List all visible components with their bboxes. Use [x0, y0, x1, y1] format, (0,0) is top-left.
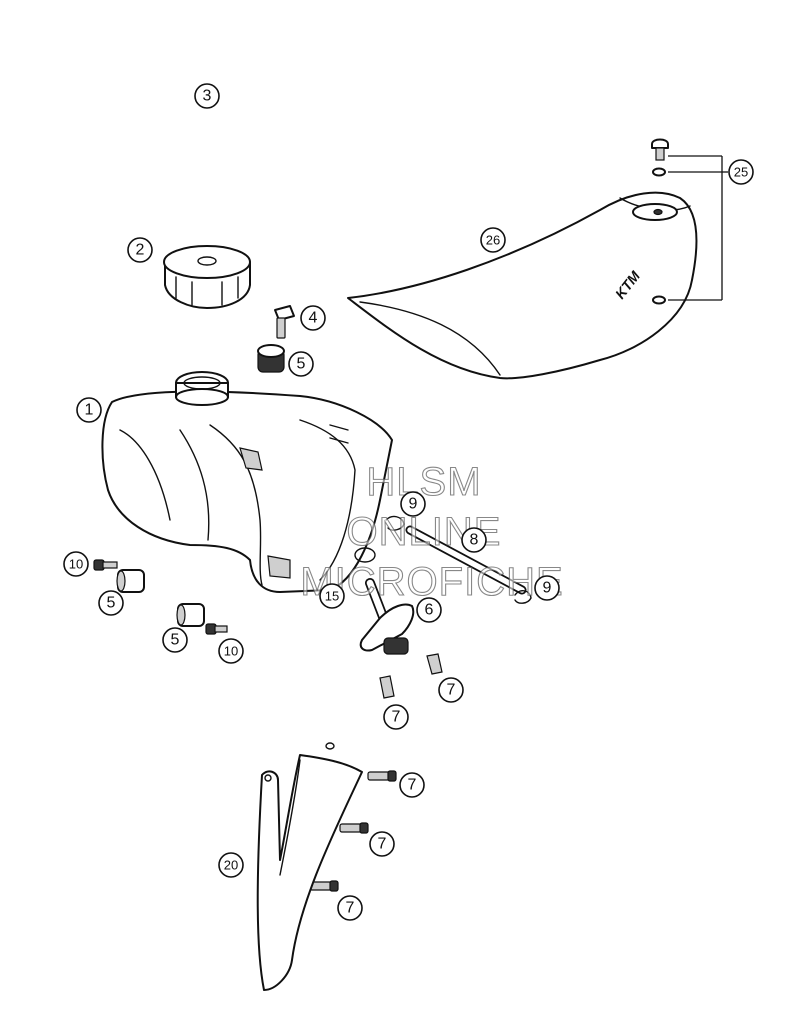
callout-label: 20 — [224, 858, 238, 873]
vent-hose — [47, 73, 213, 215]
screw-shroud-a — [367, 770, 397, 782]
fuel-petcock — [359, 578, 415, 655]
bolt-lower — [205, 623, 228, 635]
screw-shroud-b — [339, 822, 369, 834]
callout-label: 7 — [408, 777, 417, 794]
callout-label: 7 — [378, 836, 387, 853]
callout-seat: 26 — [480, 227, 506, 253]
callout-shroud: 20 — [218, 852, 244, 878]
callout-label: 10 — [69, 557, 83, 572]
callout-label: 2 — [136, 242, 145, 259]
watermark-line-1: HLSM — [366, 460, 481, 504]
callout-spacer-top: 5 — [288, 351, 314, 377]
callout-label: 6 — [425, 602, 434, 619]
rubber-spacer-left — [116, 569, 145, 593]
callout-label: 25 — [734, 165, 748, 180]
callout-label: 7 — [447, 682, 456, 699]
fuel-tank — [101, 371, 393, 593]
seat-washer-top — [652, 167, 666, 177]
callout-spacer-lower: 5 — [162, 627, 188, 653]
callout-label: 5 — [297, 356, 306, 373]
callout-cap: 2 — [127, 237, 153, 263]
screw-petcock-a — [426, 653, 443, 675]
callout-bolt-left: 10 — [63, 551, 89, 577]
mounting-bolt-top — [274, 305, 295, 339]
screw-petcock-b — [379, 675, 395, 699]
callout-screw-shroud-a: 7 — [399, 772, 425, 798]
o-ring — [354, 547, 376, 563]
callout-label: 5 — [107, 595, 116, 612]
callout-label: 10 — [224, 644, 238, 659]
callout-bolt-top: 4 — [300, 305, 326, 331]
callout-label: 15 — [325, 589, 339, 604]
callout-label: 8 — [470, 532, 479, 549]
callout-screw-petcock-b: 7 — [383, 704, 409, 730]
seat: KTM — [347, 191, 698, 380]
callout-label: 9 — [543, 580, 552, 597]
bolt-left — [93, 559, 118, 571]
rubber-spacer-lower — [176, 603, 205, 627]
callout-o-ring: 15 — [319, 583, 345, 609]
seat-washer-bottom — [652, 295, 666, 305]
hose-clamp-b — [514, 590, 532, 604]
callout-hose: 3 — [194, 83, 220, 109]
callout-bolt-lower: 10 — [218, 638, 244, 664]
callout-label: 7 — [346, 900, 355, 917]
callout-petcock: 6 — [416, 597, 442, 623]
callout-screw-shroud-b: 7 — [369, 831, 395, 857]
leader-lines — [668, 155, 728, 301]
callout-fuel-line: 8 — [461, 527, 487, 553]
rubber-spacer-top — [257, 344, 285, 373]
callout-seat-hardware: 25 — [728, 159, 754, 185]
callout-label: 9 — [409, 496, 418, 513]
callout-label: 1 — [85, 402, 94, 419]
seat-screw — [651, 138, 669, 161]
hose-clamp-a — [385, 515, 405, 531]
radiator-shroud — [256, 742, 363, 991]
callout-screw-shroud-c: 7 — [337, 895, 363, 921]
screw-shroud-c — [309, 880, 339, 892]
fuel-cap — [163, 245, 251, 309]
callout-label: 7 — [392, 709, 401, 726]
callout-tank: 1 — [76, 397, 102, 423]
callout-clamp-b: 9 — [534, 575, 560, 601]
callout-label: 3 — [203, 88, 212, 105]
callout-screw-petcock-a: 7 — [438, 677, 464, 703]
callout-clamp-a: 9 — [400, 491, 426, 517]
callout-label: 5 — [171, 632, 180, 649]
callout-spacer-left: 5 — [98, 590, 124, 616]
callout-label: 26 — [486, 233, 500, 248]
callout-label: 4 — [309, 310, 318, 327]
fuel-line — [405, 525, 527, 595]
